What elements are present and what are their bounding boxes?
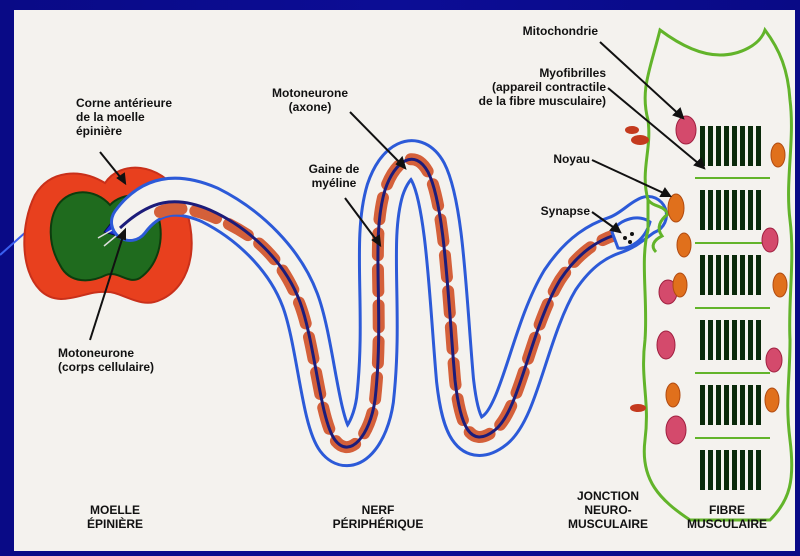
label-motoneurone-corps: Motoneurone (corps cellulaire): [58, 346, 198, 374]
label-moelle-epiniere: MOELLE ÉPINIÈRE: [70, 503, 160, 531]
label-noyau: Noyau: [528, 152, 590, 166]
label-fibre-musculaire: FIBRE MUSCULAIRE: [672, 503, 782, 531]
label-synapse: Synapse: [520, 204, 590, 218]
muscle-fiber: [625, 30, 792, 520]
myofibrils: [695, 120, 770, 500]
label-jonction-neuromusculaire: JONCTION NEURO- MUSCULAIRE: [558, 489, 658, 531]
label-corne-anterieure: Corne antérieure de la moelle épinière: [76, 96, 216, 138]
label-motoneurone-axone: Motoneurone (axone): [255, 86, 365, 114]
label-gaine-myeline: Gaine de myéline: [294, 162, 374, 190]
label-myofibrilles: Myofibrilles (appareil contractile de la…: [438, 66, 606, 108]
label-mitochondrie: Mitochondrie: [480, 24, 598, 38]
label-nerf-peripherique: NERF PÉRIPHÉRIQUE: [318, 503, 438, 531]
